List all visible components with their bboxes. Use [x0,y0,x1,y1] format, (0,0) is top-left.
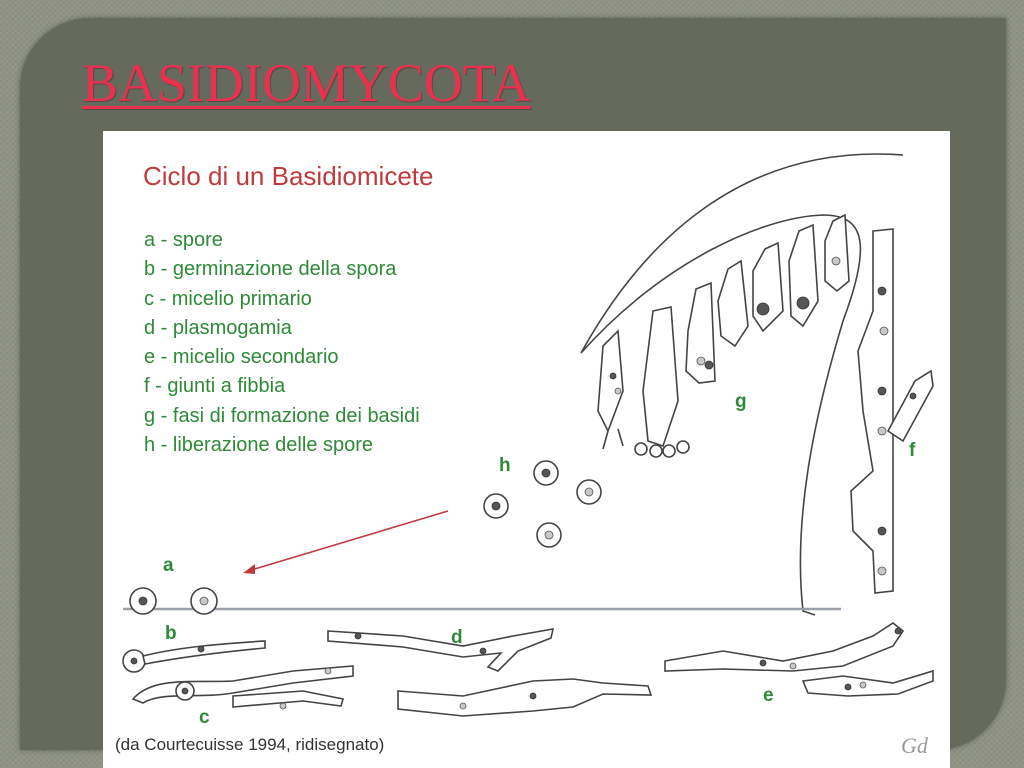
lifecycle-illustration: a b c d e f g h Gd [122,153,934,758]
plasmogamy-hyphae [327,628,653,717]
label-a: a [163,555,174,576]
figure-title: Ciclo di un Basidiomicete [143,161,434,191]
arrow-to-spores [243,510,449,574]
legend-item: a - spore [144,229,223,251]
lifecycle-figure: a b c d e f g h Gd Ciclo di un Basidiomi… [103,131,950,768]
released-spores [483,460,602,548]
clamp-hypha [850,228,934,594]
basidia-group [597,213,850,458]
legend-item: f - giunti a fibbia [144,375,286,398]
legend-item: h - liberazione delle spore [144,434,374,457]
secondary-mycelium [664,622,934,697]
legend-item: d - plasmogamia [144,316,292,339]
legend-item: b - germinazione della spora [144,258,397,281]
germinating-spore [122,640,266,673]
label-c: c [199,707,210,728]
label-b: b [165,623,177,644]
primary-mycelium [131,665,354,710]
slide-title: BASIDIOMYCOTA [82,53,531,113]
ground-spores [129,587,218,615]
label-d: d [451,627,463,648]
figure-credit: (da Courtecuisse 1994, ridisegnato) [115,735,385,754]
label-g: g [735,391,747,412]
mushroom-cap [580,153,904,616]
legend-item: c - micelio primario [144,287,312,310]
label-e: e [763,685,774,706]
label-h: h [499,455,511,476]
legend-item: e - micelio secondario [144,346,339,369]
artist-signature: Gd [901,733,929,758]
label-f: f [909,440,916,461]
legend-list: a - spore b - germinazione della spora c… [144,226,420,460]
legend-item: g - fasi di formazione dei basidi [144,404,420,427]
